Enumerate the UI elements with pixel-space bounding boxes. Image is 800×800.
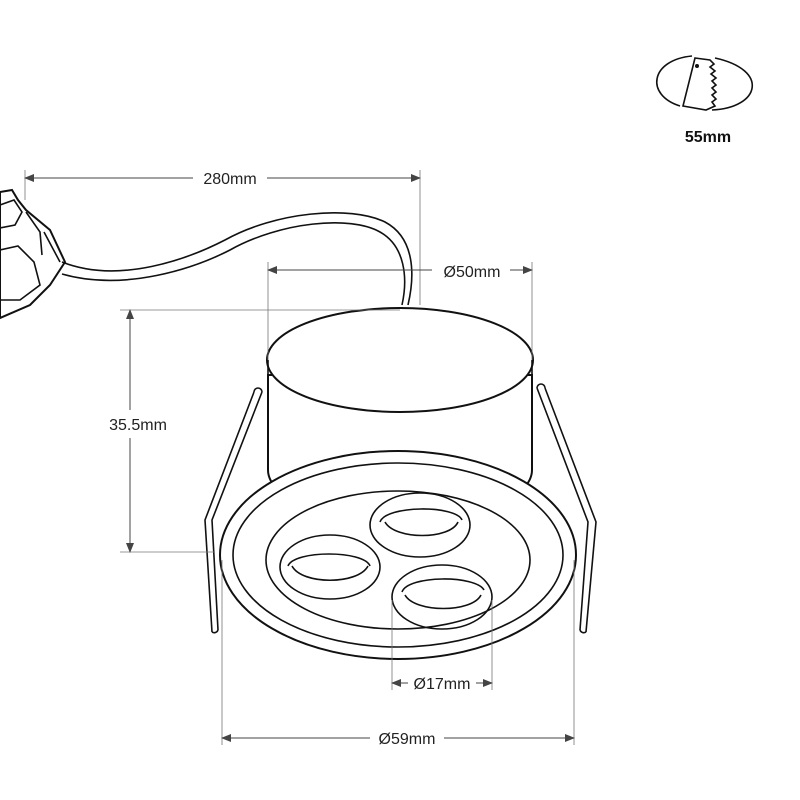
dimension-body-diameter: Ø50mm: [267, 262, 533, 360]
cutout-icon-group: 55mm: [655, 55, 753, 146]
dimension-cable-length-label: 280mm: [203, 171, 256, 188]
dimension-bezel-diameter-label: Ø59mm: [379, 731, 436, 748]
led-reflector-left: [279, 534, 381, 600]
dimension-height-label: 35.5mm: [109, 417, 167, 434]
connector-block: [0, 188, 67, 320]
dimension-led-diameter-label: Ø17mm: [414, 676, 471, 693]
saw-hole-icon: [695, 64, 699, 68]
dimension-bezel-diameter: Ø59mm: [221, 560, 575, 748]
cutout-size-label: 55mm: [685, 129, 731, 146]
spring-clip-right: [536, 383, 597, 634]
bezel: [219, 450, 577, 660]
dimension-body-diameter-label: Ø50mm: [444, 264, 501, 281]
cable: [61, 212, 413, 306]
cutout-ellipse-icon: [655, 55, 753, 111]
saw-blade-icon: [682, 57, 718, 111]
dimension-height: 35.5mm: [109, 309, 400, 553]
dimension-led-diameter: Ø17mm: [391, 600, 493, 693]
led-reflector-right: [391, 564, 493, 630]
cable-inner: [61, 222, 406, 306]
spring-clip-left: [204, 387, 263, 634]
dimension-cable-length: 280mm: [24, 170, 421, 305]
led-reflector-top: [369, 492, 471, 558]
